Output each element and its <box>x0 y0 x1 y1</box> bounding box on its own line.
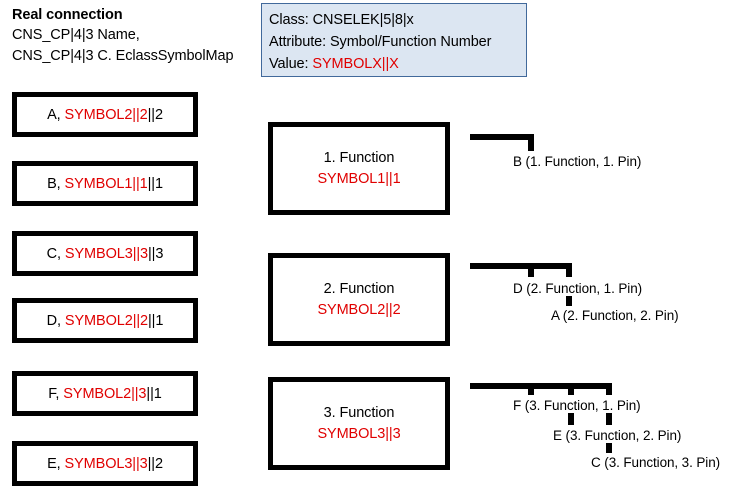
symbol-box-a: A, SYMBOL2||2||2 <box>12 92 198 137</box>
function-symbol: SYMBOL2||2 <box>317 301 401 318</box>
symbol-prefix: B, <box>47 175 65 192</box>
symbol-suffix: ||2 <box>147 106 163 123</box>
symbol-suffix: ||1 <box>148 312 164 329</box>
symbol-highlight: SYMBOL3||3 <box>64 245 149 262</box>
pin-stub <box>528 383 534 395</box>
legend-attribute-row: Attribute: Symbol/Function Number <box>269 31 526 53</box>
symbol-suffix: ||1 <box>147 175 163 192</box>
pin-label-d: D (2. Function, 1. Pin) <box>513 281 643 296</box>
pin-stub <box>606 443 612 453</box>
symbol-prefix: C, <box>46 245 65 262</box>
function-box-1: 1. Function SYMBOL1||1 <box>268 122 450 215</box>
pin-tree-bus <box>470 263 572 269</box>
header-line-2: CNS_CP|4|3 C. EclassSymbolMap <box>12 48 234 64</box>
pin-tree-bus <box>470 134 534 140</box>
pin-stub <box>566 263 572 277</box>
pin-tree-bus <box>470 383 612 389</box>
symbol-suffix: ||2 <box>147 455 163 472</box>
pin-stub <box>566 296 572 306</box>
function-title: 2. Function <box>323 280 395 297</box>
legend-class-value: CNSELEK|5|8|x <box>312 12 414 28</box>
legend-value-row: Value: SYMBOLX||X <box>269 53 526 75</box>
symbol-box-text: D, SYMBOL2||2||1 <box>47 313 164 329</box>
function-symbol: SYMBOL3||3 <box>317 425 401 442</box>
pin-label-a: A (2. Function, 2. Pin) <box>551 308 679 323</box>
pin-label-f: F (3. Function, 1. Pin) <box>513 398 641 413</box>
symbol-box-c: C, SYMBOL3||3||3 <box>12 231 198 276</box>
pin-stub <box>568 413 574 425</box>
pin-stub <box>606 383 612 395</box>
symbol-box-text: F, SYMBOL2||3||1 <box>48 385 162 402</box>
page-title: Real connection <box>12 7 123 23</box>
pin-label-e: E (3. Function, 2. Pin) <box>553 428 682 443</box>
symbol-box-text: B, SYMBOL1||1||1 <box>47 176 163 192</box>
symbol-box-text: A, SYMBOL2||2||2 <box>47 107 163 123</box>
function-box-2: 2. Function SYMBOL2||2 <box>268 253 450 346</box>
symbol-box-e: E, SYMBOL3||3||2 <box>12 441 198 486</box>
symbol-highlight: SYMBOL2||2 <box>64 106 148 123</box>
legend-attribute-label: Attribute: <box>269 34 330 50</box>
legend-value-label: Value: <box>269 56 313 72</box>
legend-class-row: Class: CNSELEK|5|8|x <box>269 9 526 31</box>
symbol-suffix: ||1 <box>146 385 162 402</box>
symbol-highlight: SYMBOL1||1 <box>64 175 148 192</box>
pin-stub <box>528 263 534 277</box>
symbol-highlight: SYMBOL2||3 <box>63 385 147 402</box>
header-line-1: CNS_CP|4|3 Name, <box>12 27 140 43</box>
legend-attribute-value: Symbol/Function Number <box>329 34 492 50</box>
function-box-3: 3. Function SYMBOL3||3 <box>268 377 450 470</box>
header-block: Real connection CNS_CP|4|3 Name, CNS_CP|… <box>12 6 262 67</box>
symbol-highlight: SYMBOL2||2 <box>64 312 149 329</box>
symbol-box-text: C, SYMBOL3||3||3 <box>47 246 164 262</box>
pin-label-b: B (1. Function, 1. Pin) <box>513 154 642 169</box>
symbol-box-d: D, SYMBOL2||2||1 <box>12 298 198 343</box>
pin-label-c: C (3. Function, 3. Pin) <box>591 455 721 470</box>
function-title: 1. Function <box>323 149 395 166</box>
symbol-box-f: F, SYMBOL2||3||1 <box>12 371 198 416</box>
symbol-prefix: F, <box>48 385 64 402</box>
symbol-prefix: A, <box>47 106 65 123</box>
symbol-highlight: SYMBOL3||3 <box>64 455 148 472</box>
pin-stub <box>528 134 534 151</box>
symbol-box-b: B, SYMBOL1||1||1 <box>12 161 198 206</box>
symbol-prefix: D, <box>46 312 65 329</box>
symbol-suffix: ||3 <box>148 245 164 262</box>
legend-class-label: Class: <box>269 12 313 28</box>
symbol-box-text: E, SYMBOL3||3||2 <box>47 456 163 472</box>
legend-value-value: SYMBOLX||X <box>312 56 399 72</box>
symbol-prefix: E, <box>47 455 65 472</box>
function-title: 3. Function <box>323 404 395 421</box>
pin-stub <box>568 383 574 395</box>
pin-stub <box>606 413 612 425</box>
legend-callout: Class: CNSELEK|5|8|x Attribute: Symbol/F… <box>261 3 527 77</box>
function-symbol: SYMBOL1||1 <box>317 170 401 187</box>
